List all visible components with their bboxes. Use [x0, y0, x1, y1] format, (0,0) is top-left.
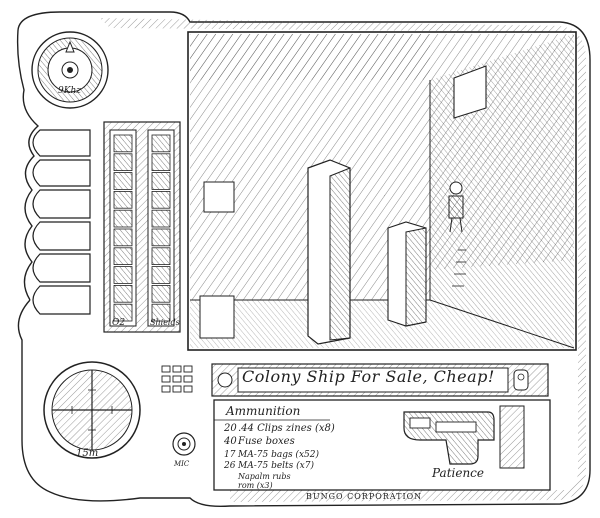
bar-segment — [113, 172, 133, 190]
bar-segment — [151, 266, 171, 284]
bar-segment — [151, 247, 171, 266]
mic-label: MIC — [174, 460, 190, 468]
bar-segment — [113, 266, 133, 284]
item-count: 17 — [224, 450, 236, 460]
shields-label: Shields — [150, 318, 180, 327]
item-name: .44 Clips zines (x8) — [238, 423, 335, 434]
enemy-figure[interactable] — [448, 181, 464, 233]
bar-segment — [151, 134, 171, 153]
corporation-footer: BUNGO CORPORATION — [306, 492, 423, 501]
item-count: 20 — [224, 423, 237, 434]
oxygen-bar — [113, 134, 133, 322]
item-name: Fuse boxes — [238, 436, 295, 447]
level-name: Colony Ship For Sale, Cheap! — [242, 367, 495, 386]
bar-segment — [113, 303, 133, 322]
shield-bar — [151, 134, 171, 322]
handle-grip-icon[interactable] — [513, 369, 529, 391]
pistol-icon — [403, 411, 495, 465]
bar-segment — [151, 172, 171, 190]
side-ribs — [32, 129, 91, 315]
compass-arrow-icon — [61, 40, 79, 79]
bar-segment — [113, 153, 133, 172]
item-count: 40 — [224, 436, 237, 447]
bar-segment — [113, 134, 133, 153]
item-name: MA-75 bags (x52) — [238, 450, 319, 460]
bar-segment — [113, 209, 133, 228]
bar-segment — [113, 190, 133, 209]
inventory-item[interactable]: rom (x3) — [224, 481, 273, 490]
inventory-item[interactable]: 40Fuse boxes — [224, 436, 295, 447]
bar-segment — [151, 190, 171, 209]
bar-segment — [151, 153, 171, 172]
bar-segment — [151, 209, 171, 228]
item-count: 26 — [224, 461, 236, 471]
bar-segment — [113, 284, 133, 303]
weapon-name: Patience — [432, 466, 485, 480]
keypad[interactable] — [161, 365, 193, 393]
bar-segment — [151, 284, 171, 303]
bar-segment — [151, 303, 171, 322]
inventory-panel — [213, 399, 551, 491]
motion-sensor — [43, 361, 141, 459]
item-name: MA-75 belts (x7) — [238, 461, 314, 471]
bar-segment — [113, 228, 133, 247]
radar-range-label: 15m — [76, 448, 99, 459]
ammunition-title: Ammunition — [226, 404, 301, 418]
oxygen-label: O2 — [112, 318, 126, 328]
terminal-strip — [211, 363, 549, 397]
clock-frequency-label: 9Khz — [58, 86, 81, 96]
item-name: rom (x3) — [238, 481, 273, 490]
inventory-item[interactable]: 20.44 Clips zines (x8) — [224, 423, 335, 434]
game-viewport[interactable] — [187, 31, 577, 351]
bar-segment — [151, 228, 171, 247]
bar-segment — [113, 247, 133, 266]
outer-frame — [16, 11, 591, 508]
item-name: Napalm rubs — [238, 472, 291, 481]
inventory-item[interactable]: Napalm rubs — [224, 472, 291, 481]
microphone-icon[interactable] — [172, 432, 196, 456]
